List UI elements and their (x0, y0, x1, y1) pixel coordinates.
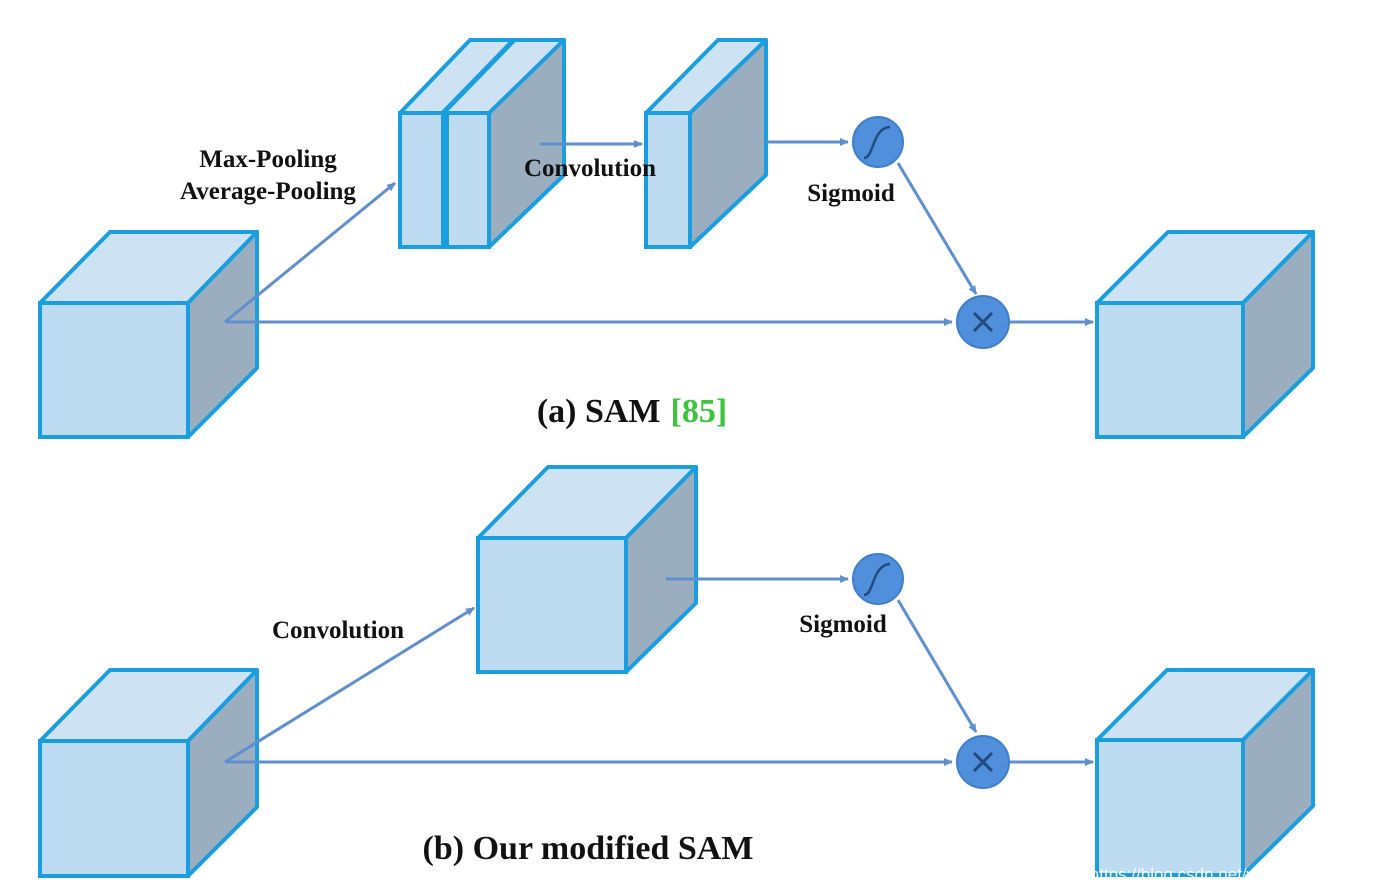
panel-a-caption-text: (a) SAM (537, 393, 661, 430)
panel-a-caption: (a) SAM [85] (537, 393, 727, 430)
panel-b-label-convolution: Convolution (272, 617, 404, 644)
panel-a-label-average-pooling: Average-Pooling (180, 178, 356, 205)
panel-b-conv-cube (476, 465, 698, 674)
panel-a-arrow-pooling (224, 181, 396, 324)
panel-b-multiply-node (956, 735, 1010, 789)
multiply-icon (972, 751, 994, 773)
watermark-url: https://blog.csdn.net/weixin_43981952 (1090, 865, 1379, 884)
panel-a-output-cube (1095, 230, 1315, 439)
panel-a-conv-map (644, 38, 768, 249)
panel-a-citation-link[interactable]: [85] (671, 393, 728, 430)
multiply-icon (972, 311, 994, 333)
panel-a: Max-Pooling Average-Pooling Convolution … (38, 38, 1315, 439)
sigmoid-icon (863, 125, 891, 160)
panel-a-multiply-node (956, 295, 1010, 349)
panel-a-label-sigmoid: Sigmoid (807, 180, 895, 207)
panel-b-output-cube (1095, 668, 1315, 877)
panel-b-arrow-sigmoid-to-multiply (896, 599, 978, 733)
panel-b-arrow-convolution (224, 606, 475, 764)
panel-a-label-convolution: Convolution (524, 155, 656, 182)
panel-b-label-sigmoid: Sigmoid (799, 611, 887, 638)
panel-b: Convolution Sigmoid (b) Our modified SAM (38, 465, 1315, 878)
panel-a-label-max-pooling: Max-Pooling (199, 146, 337, 173)
panel-b-input-cube (38, 668, 259, 878)
panel-b-caption: (b) Our modified SAM (423, 830, 754, 867)
panel-a-sigmoid-node (852, 116, 904, 168)
panel-b-sigmoid-node (852, 553, 904, 605)
panel-a-arrow-sigmoid-to-multiply (896, 162, 978, 295)
panel-a-input-cube (38, 230, 259, 439)
sigmoid-icon (863, 562, 891, 597)
panel-a-pooled-maps (398, 38, 566, 249)
